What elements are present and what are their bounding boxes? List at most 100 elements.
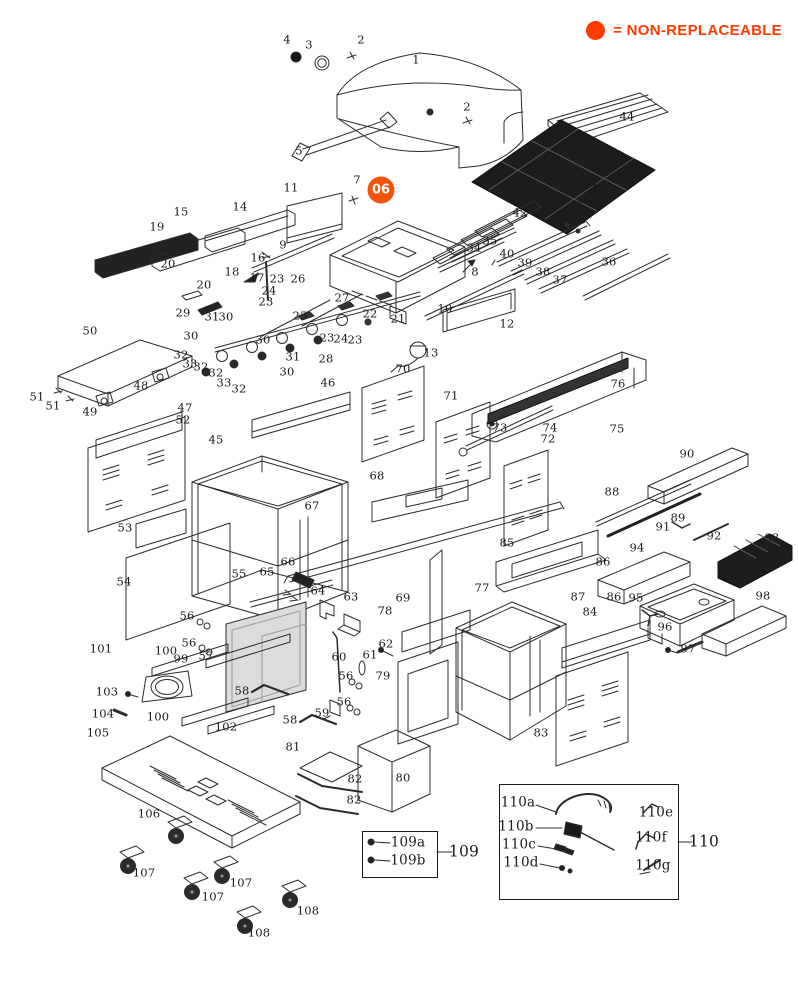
manifold-assembly xyxy=(201,291,421,377)
part-label-80: 80 xyxy=(395,770,411,785)
part-label-44: 44 xyxy=(619,109,635,124)
cart-box-part xyxy=(455,601,567,741)
part-label-83: 83 xyxy=(533,725,549,740)
part-label-107: 107 xyxy=(132,865,156,880)
small-part xyxy=(291,571,315,589)
part-label-109b: 109b xyxy=(390,852,426,869)
part-label-66: 66 xyxy=(280,554,296,569)
rod-part xyxy=(332,631,341,693)
part-label-110b: 110b xyxy=(498,818,534,835)
part-label-86: 86 xyxy=(595,554,611,569)
part-label-100: 100 xyxy=(154,643,178,658)
bracket-part xyxy=(319,599,335,620)
part-label-41: 41 xyxy=(569,197,585,212)
part-label-69: 69 xyxy=(395,590,411,605)
tray-part xyxy=(495,529,607,593)
caster-part xyxy=(183,871,209,900)
ring-burner-plate-part xyxy=(141,670,193,703)
part-label-100: 100 xyxy=(146,709,170,724)
part-label-23: 23 xyxy=(258,294,274,309)
strip-part xyxy=(181,697,249,727)
side-shelf-part xyxy=(57,339,193,407)
part-label-53: 53 xyxy=(117,520,133,535)
panel-part xyxy=(299,751,363,783)
strip-part xyxy=(205,633,291,669)
part-label-65: 65 xyxy=(259,564,275,579)
part-label-82: 82 xyxy=(346,792,362,807)
screw-part xyxy=(196,618,211,630)
part-label-67: 67 xyxy=(304,498,320,513)
vented-panel-part xyxy=(87,416,186,533)
caster-part xyxy=(119,845,145,874)
panel-part xyxy=(561,619,651,669)
bolt-part xyxy=(112,708,128,717)
inset-box-109 xyxy=(362,831,438,878)
part-label-2: 2 xyxy=(357,32,365,47)
vented-panel-part xyxy=(503,449,549,547)
part-label-64: 64 xyxy=(310,583,326,598)
panel-part xyxy=(204,209,296,253)
part-label-110a: 110a xyxy=(500,794,536,811)
part-label-62: 62 xyxy=(378,636,394,651)
part-label-19: 19 xyxy=(149,219,165,234)
part-label-95: 95 xyxy=(628,590,644,605)
caster-part xyxy=(167,815,193,844)
panel-part xyxy=(135,508,187,549)
bar-part xyxy=(297,773,363,793)
part-label-96: 96 xyxy=(657,619,673,634)
panel-part xyxy=(95,411,183,459)
part-label-22: 22 xyxy=(362,306,378,321)
part-label-40: 40 xyxy=(499,246,515,261)
bracket-part xyxy=(95,391,114,407)
part-label-25: 25 xyxy=(292,308,308,323)
part-label-51: 51 xyxy=(29,389,45,404)
bracket-part xyxy=(151,367,170,383)
part-label-92: 92 xyxy=(706,528,722,543)
part-label-23: 23 xyxy=(347,332,363,347)
open-box-part xyxy=(357,729,431,813)
part-label-109: 109 xyxy=(448,842,480,861)
part-label-30: 30 xyxy=(255,332,271,347)
part-label-102: 102 xyxy=(214,719,238,734)
screw-part xyxy=(53,387,75,402)
part-label-39: 39 xyxy=(517,255,533,270)
part-label-47: 47 xyxy=(177,400,193,415)
caster-part xyxy=(281,879,307,908)
arrow-mark xyxy=(462,259,476,273)
part-label-89: 89 xyxy=(670,510,686,525)
bracket-part xyxy=(693,523,729,541)
caster-part xyxy=(213,855,239,884)
part-label-46: 46 xyxy=(320,375,336,390)
knob-part xyxy=(290,51,302,63)
part-label-110g: 110g xyxy=(635,857,671,874)
burner-tube-parts xyxy=(491,220,671,301)
non-replaceable-dot-icon xyxy=(586,21,606,40)
part-label-56: 56 xyxy=(181,635,197,650)
part-label-30: 30 xyxy=(218,309,234,324)
part-label-59: 59 xyxy=(314,705,330,720)
part-label-90: 90 xyxy=(679,446,695,461)
part-label-37: 37 xyxy=(552,272,568,287)
part-label-13: 13 xyxy=(423,345,439,360)
bracket-part xyxy=(243,272,259,283)
panel-part xyxy=(286,192,343,244)
part-label-107: 107 xyxy=(201,889,225,904)
part-label-4: 4 xyxy=(283,32,291,47)
part-label-5: 5 xyxy=(295,143,303,158)
part-label-8: 8 xyxy=(471,264,479,279)
part-label-24: 24 xyxy=(261,283,277,298)
panel-part xyxy=(401,609,471,653)
part-label-55: 55 xyxy=(231,566,247,581)
part-label-101: 101 xyxy=(89,641,113,656)
rail-part xyxy=(606,492,702,538)
inset-box-110 xyxy=(499,784,679,900)
hood-part xyxy=(336,52,524,169)
back-panel-part xyxy=(471,351,647,443)
part-label-57: 57 xyxy=(198,648,214,663)
part-label-98: 98 xyxy=(755,588,771,603)
grate-part xyxy=(717,533,793,589)
part-label-109a: 109a xyxy=(390,834,426,851)
panel-part xyxy=(442,288,516,333)
trim-part xyxy=(94,232,199,279)
highlighted-part-badge[interactable]: 06 xyxy=(367,176,395,204)
